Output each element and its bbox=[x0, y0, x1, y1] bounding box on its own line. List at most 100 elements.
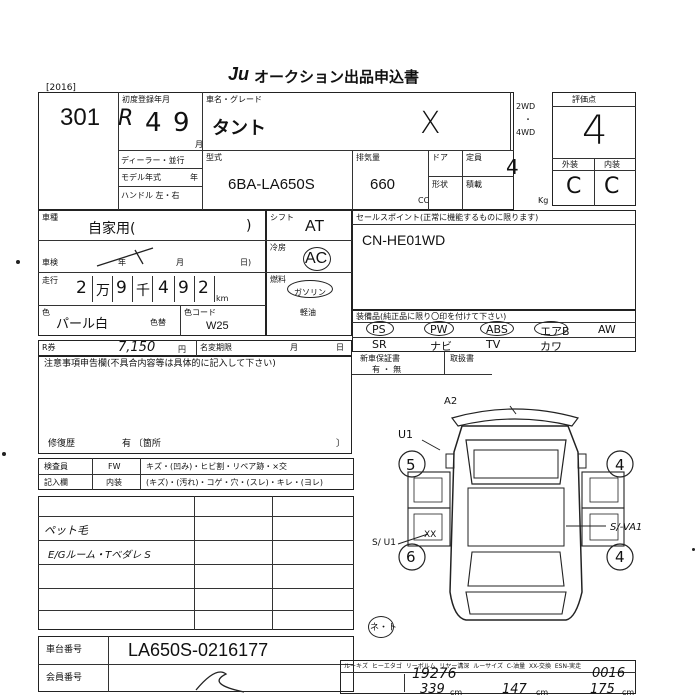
grade-mark: X bbox=[420, 106, 441, 141]
type-label: 型式 bbox=[206, 153, 222, 162]
model-year-unit: 年 bbox=[190, 173, 198, 182]
repair-value: 有 〔箇所 bbox=[122, 439, 161, 449]
inspection-year: 年 bbox=[118, 258, 126, 267]
reg-month: 9 bbox=[173, 108, 190, 138]
mileage-label: 走行 bbox=[42, 276, 58, 285]
mileage-d5: 9 bbox=[178, 278, 189, 298]
size-u1: cm bbox=[450, 688, 463, 697]
ac-label: 冷房 bbox=[270, 243, 286, 252]
car-diagram bbox=[397, 405, 634, 621]
member-scribble bbox=[195, 671, 245, 693]
ju-logo: Ju bbox=[228, 64, 250, 84]
inspection-day: 日) bbox=[240, 258, 252, 267]
remarks-line1: ペット毛 bbox=[44, 524, 88, 537]
interior-items: (キズ)・(汚れ)・コゲ・穴・(スレ)・キレ・(ヨレ) bbox=[146, 478, 323, 487]
size-h5: C-油量 bbox=[506, 663, 526, 670]
mileage-d6: 2 bbox=[198, 278, 209, 298]
handle-label: ハンドル 左・右 bbox=[121, 191, 180, 200]
margin-mark-2 bbox=[2, 452, 6, 456]
displacement-label: 排気量 bbox=[356, 153, 380, 162]
remarks-line2: E/Gルーム・Tベダレ S bbox=[48, 550, 151, 561]
color-label: 色 bbox=[42, 308, 50, 317]
tire-lf: 5 bbox=[406, 456, 416, 474]
fuel-label: 燃料 bbox=[270, 275, 286, 284]
equip-tv: TV bbox=[486, 338, 501, 351]
inspector-label: 検査員 bbox=[44, 462, 68, 471]
score-value: 4 bbox=[582, 108, 608, 154]
chassis-value: LA650S-0216177 bbox=[128, 640, 269, 660]
sales-point-value: CN-HE01WD bbox=[362, 232, 446, 248]
mileage-d4: 4 bbox=[158, 278, 169, 298]
fuel-diesel: 軽油 bbox=[300, 308, 316, 317]
shape-label: 形状 bbox=[432, 180, 448, 189]
exterior-items: キズ・(凹み)・ヒビ割・リペア跡・×交 bbox=[146, 462, 287, 471]
ext-label: 外装 bbox=[562, 160, 578, 169]
fuel-circle bbox=[287, 280, 333, 298]
label-xx: XX bbox=[424, 530, 437, 540]
equipment-label: 装備品(純正品に限り〇印を付けて下さい) bbox=[356, 312, 507, 321]
capacity-value: 4 bbox=[506, 155, 519, 179]
recycle-yen: 円 bbox=[178, 345, 186, 354]
tire-rf: 4 bbox=[615, 456, 625, 474]
size-h3: リヤー溝深 bbox=[439, 663, 470, 670]
size-u3: cm bbox=[622, 688, 635, 697]
entry-label: 記入欄 bbox=[44, 478, 68, 487]
inspection-strike bbox=[96, 247, 154, 267]
notes-section bbox=[38, 356, 352, 454]
mileage-d2: 9 bbox=[116, 278, 127, 298]
sales-point-section bbox=[352, 210, 636, 310]
margin-mark-3 bbox=[692, 548, 695, 551]
notes-label: 注意事項申告欄(不具合内容等は具体的に記入して下さい) bbox=[44, 359, 276, 369]
ac-circle bbox=[303, 247, 331, 271]
shift-label: シフト bbox=[270, 213, 294, 222]
tire-lr: 6 bbox=[406, 548, 416, 566]
type-value: 6BA-LA650S bbox=[228, 176, 315, 193]
name-change-day: 日 bbox=[336, 343, 344, 352]
model-year-label: モデル年式 bbox=[121, 173, 161, 182]
drive-2wd: 2WD bbox=[516, 102, 536, 111]
int-label: 内装 bbox=[604, 160, 620, 169]
usage-label: 車種 bbox=[42, 213, 58, 222]
margin-mark bbox=[16, 260, 20, 264]
size-v1: 19276 bbox=[412, 666, 457, 682]
month-unit: 月 bbox=[195, 140, 203, 149]
drive-4wd: 4WD bbox=[516, 128, 536, 137]
mileage-d3: 千 bbox=[136, 283, 150, 299]
equip-aw: AW bbox=[598, 323, 616, 336]
stamp-circle bbox=[368, 616, 394, 638]
equip-sr: SR bbox=[372, 338, 387, 351]
dealer-label: ディーラー・並行 bbox=[121, 156, 185, 165]
recycle-row bbox=[38, 340, 352, 356]
mileage-d0: 2 bbox=[76, 278, 87, 298]
mileage-unit: km bbox=[216, 294, 229, 303]
size-v4: 147 bbox=[502, 682, 527, 697]
size-header-row: ルーキズ ヒーエタゴ リーボルム リヤー溝深 ルーサイズ C-油量 XX-交換 … bbox=[344, 662, 581, 671]
interior-label: 内装 bbox=[106, 478, 122, 487]
name-change-label: 名変期限 bbox=[200, 343, 232, 352]
warranty-label: 新車保証書 bbox=[360, 354, 400, 363]
equip-leather: カワ bbox=[540, 340, 562, 353]
car-name: タント bbox=[212, 118, 266, 139]
size-h4: ルーサイズ bbox=[473, 663, 503, 670]
size-v3: 339 bbox=[420, 682, 445, 697]
repair-close: 〕 bbox=[336, 439, 346, 449]
ext-score: C bbox=[566, 174, 582, 199]
label-s1-va1: S/-VA1 bbox=[610, 522, 643, 533]
form-title: オークション出品申込書 bbox=[254, 68, 420, 86]
reg-label: 初度登録年月 bbox=[122, 95, 170, 104]
equipment-section bbox=[352, 310, 636, 352]
lot-number: 301 bbox=[60, 104, 101, 131]
member-label: 会員番号 bbox=[46, 673, 83, 683]
top-section bbox=[38, 92, 514, 210]
color-value: パール白 bbox=[56, 317, 109, 332]
displacement-value: 660 bbox=[370, 176, 396, 193]
chassis-label: 車台番号 bbox=[46, 645, 83, 655]
color-code: W25 bbox=[206, 320, 229, 332]
size-table bbox=[340, 660, 636, 694]
reg-year: 4 bbox=[145, 108, 162, 138]
name-change-month: 月 bbox=[290, 343, 298, 352]
score-label: 評価点 bbox=[572, 95, 596, 104]
kg-unit: Kg bbox=[538, 196, 549, 205]
usage-close: ) bbox=[246, 218, 252, 234]
remarks-grid bbox=[38, 496, 354, 630]
